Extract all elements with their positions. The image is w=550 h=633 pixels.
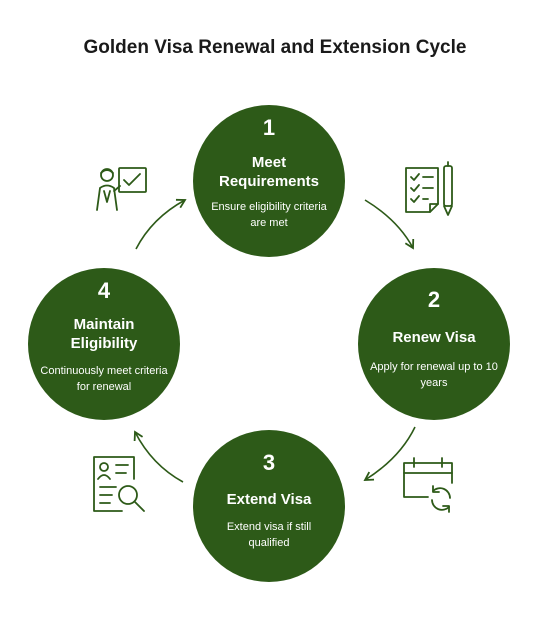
step-number: 4 [97, 278, 111, 303]
step-name: Maintain Eligibility [70, 316, 138, 352]
person-checklist-icon [96, 167, 147, 211]
step-name: Meet Requirements [218, 154, 320, 190]
step-description: Apply for renewal up to 10 years [370, 361, 498, 389]
step-2-circle: 2 Renew Visa Apply for renewal up to 10 … [358, 268, 510, 420]
diagram-title: Golden Visa Renewal and Extension Cycle [83, 37, 467, 58]
step-number: 3 [262, 450, 276, 475]
step-3-circle: 3 Extend Visa Extend visa if still quali… [193, 430, 345, 582]
document-pen-icon [405, 161, 453, 216]
step-description: Continuously meet criteria for renewal [40, 365, 168, 393]
arrow-2-to-3 [363, 426, 416, 481]
step-name: Renew Visa [392, 329, 476, 346]
step-name: Extend Visa [226, 491, 312, 508]
step-4-circle: 4 Maintain Eligibility Continuously meet… [28, 268, 180, 420]
step-description: Extend visa if still qualified [226, 521, 312, 549]
step-number: 1 [262, 115, 276, 140]
step-1-circle: 1 Meet Requirements Ensure eligibility c… [193, 105, 345, 257]
step-description: Ensure eligibility criteria are met [211, 201, 327, 229]
arrow-1-to-2 [364, 199, 415, 250]
arrow-3-to-4 [133, 430, 184, 483]
calendar-refresh-icon [403, 457, 453, 513]
profile-search-icon [93, 456, 145, 512]
step-number: 2 [427, 287, 441, 312]
arrow-4-to-1 [135, 198, 187, 250]
